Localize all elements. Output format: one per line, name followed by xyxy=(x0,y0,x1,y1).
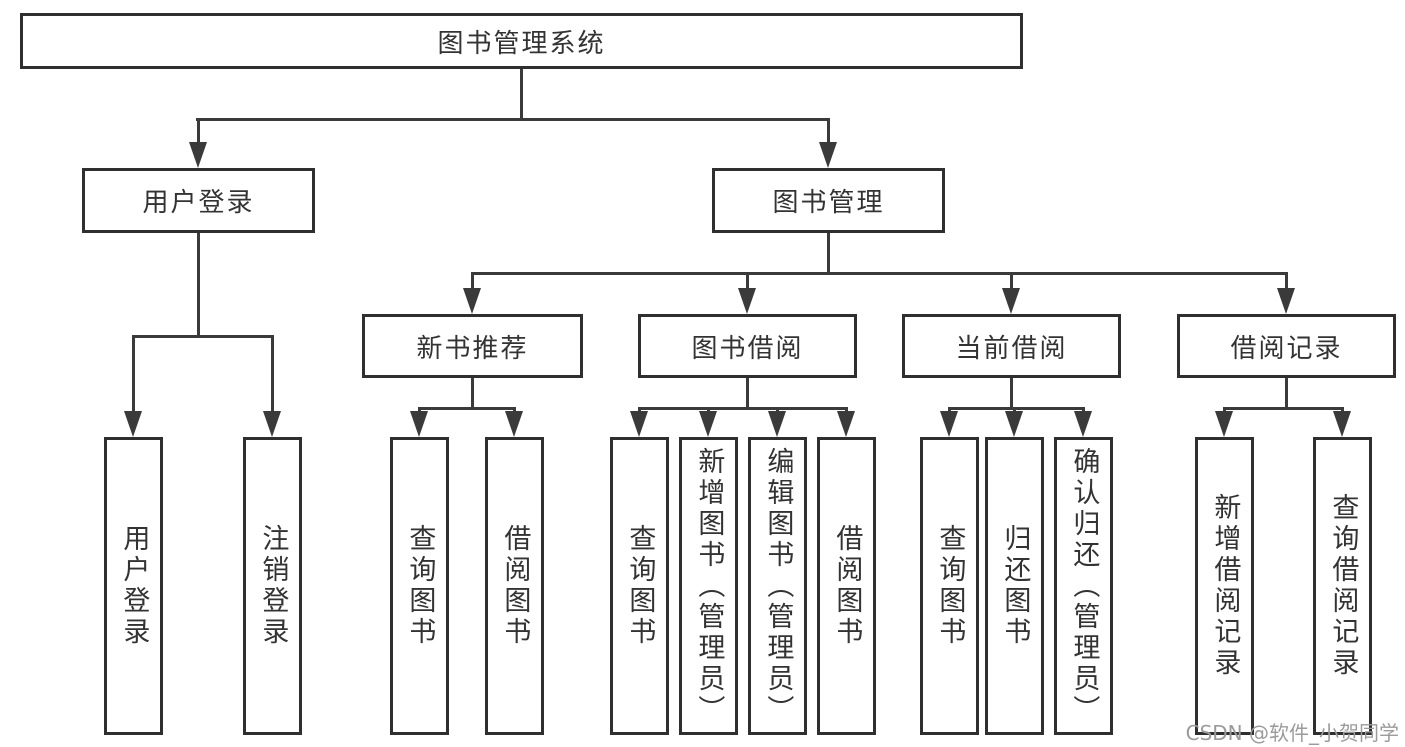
connector-line xyxy=(827,118,830,146)
node-label: 用户登录 xyxy=(118,524,150,648)
node-label: 确认归还（管理员） xyxy=(1068,446,1100,726)
arrowhead-down xyxy=(1333,411,1351,437)
arrowhead-down xyxy=(124,411,142,437)
node-label: 查询图书 xyxy=(624,524,656,648)
connector-line xyxy=(746,272,749,292)
arrowhead-down xyxy=(768,411,786,437)
connector-line xyxy=(471,272,1288,275)
leaf-query-borrow-record: 查询借阅记录 xyxy=(1313,437,1372,735)
node-label: 当前借阅 xyxy=(955,333,1068,364)
watermark: CSDN @软件_小贺同学 xyxy=(1185,721,1399,745)
connector-line xyxy=(471,376,474,409)
connector-line xyxy=(827,233,830,275)
leaf-edit-books-admin: 编辑图书（管理员） xyxy=(748,437,807,735)
node-label: 借阅图书 xyxy=(499,524,531,648)
node-label: 借阅图书 xyxy=(831,524,863,648)
arrowhead-down xyxy=(940,411,958,437)
arrowhead-down xyxy=(189,142,207,168)
node-label: 查询借阅记录 xyxy=(1327,493,1359,679)
node-label: 新增借阅记录 xyxy=(1209,493,1241,679)
node-label: 借阅记录 xyxy=(1230,333,1343,364)
leaf-borrow-books-1: 借阅图书 xyxy=(485,437,544,735)
leaf-return-books: 归还图书 xyxy=(985,437,1044,735)
node-label: 用户登录 xyxy=(142,188,255,218)
node-label: 新增图书（管理员） xyxy=(693,446,725,726)
arrowhead-down xyxy=(630,411,648,437)
connector-line xyxy=(1010,376,1013,409)
node-label: 图书借阅 xyxy=(691,333,804,364)
arrowhead-down xyxy=(505,411,523,437)
node-label: 图书管理系统 xyxy=(437,28,606,59)
leaf-user-login: 用户登录 xyxy=(104,437,163,735)
node-label: 新书推荐 xyxy=(416,333,529,364)
connector-line xyxy=(1223,407,1344,410)
connector-line xyxy=(418,407,516,410)
node-label: 查询图书 xyxy=(404,524,436,648)
connector-line xyxy=(1285,272,1288,292)
connector-line xyxy=(197,233,200,337)
connector-line xyxy=(520,69,523,119)
connector-line xyxy=(271,335,274,415)
arrowhead-down xyxy=(1005,411,1023,437)
leaf-borrow-books-2: 借阅图书 xyxy=(817,437,876,735)
connector-line xyxy=(132,335,135,415)
node-library-system: 图书管理系统 xyxy=(20,13,1023,69)
arrowhead-down xyxy=(1074,411,1092,437)
connector-line xyxy=(196,118,830,121)
connector-line xyxy=(197,118,200,146)
leaf-add-books-admin: 新增图书（管理员） xyxy=(679,437,738,735)
leaf-confirm-return-admin: 确认归还（管理员） xyxy=(1054,437,1113,735)
leaf-query-books-2: 查询图书 xyxy=(610,437,669,735)
connector-line xyxy=(471,272,474,292)
node-user-login: 用户登录 xyxy=(82,168,315,233)
node-book-management: 图书管理 xyxy=(712,168,945,233)
arrowhead-down xyxy=(410,411,428,437)
arrowhead-down xyxy=(738,288,756,314)
arrowhead-down xyxy=(819,142,837,168)
node-current-borrowing: 当前借阅 xyxy=(902,314,1121,378)
node-label: 编辑图书（管理员） xyxy=(762,446,794,726)
connector-line xyxy=(1285,376,1288,409)
node-label: 查询图书 xyxy=(934,524,966,648)
connector-line xyxy=(746,376,749,409)
arrowhead-down xyxy=(699,411,717,437)
leaf-add-borrow-record: 新增借阅记录 xyxy=(1195,437,1254,735)
node-book-borrowing: 图书借阅 xyxy=(638,314,857,378)
arrowhead-down xyxy=(1277,288,1295,314)
arrowhead-down xyxy=(1215,411,1233,437)
arrowhead-down xyxy=(263,411,281,437)
connector-line xyxy=(638,407,848,410)
node-label: 注销登录 xyxy=(257,524,289,648)
leaf-logout: 注销登录 xyxy=(243,437,302,735)
leaf-query-books-3: 查询图书 xyxy=(920,437,979,735)
arrowhead-down xyxy=(1002,288,1020,314)
connector-line xyxy=(1010,272,1013,292)
arrowhead-down xyxy=(463,288,481,314)
connector-line xyxy=(132,335,274,338)
node-borrowing-records: 借阅记录 xyxy=(1177,314,1396,378)
node-label: 归还图书 xyxy=(999,524,1031,648)
leaf-query-books-1: 查询图书 xyxy=(390,437,449,735)
node-new-book-recommendation: 新书推荐 xyxy=(362,314,583,378)
node-label: 图书管理 xyxy=(772,188,885,218)
arrowhead-down xyxy=(837,411,855,437)
connector-line xyxy=(948,407,1085,410)
